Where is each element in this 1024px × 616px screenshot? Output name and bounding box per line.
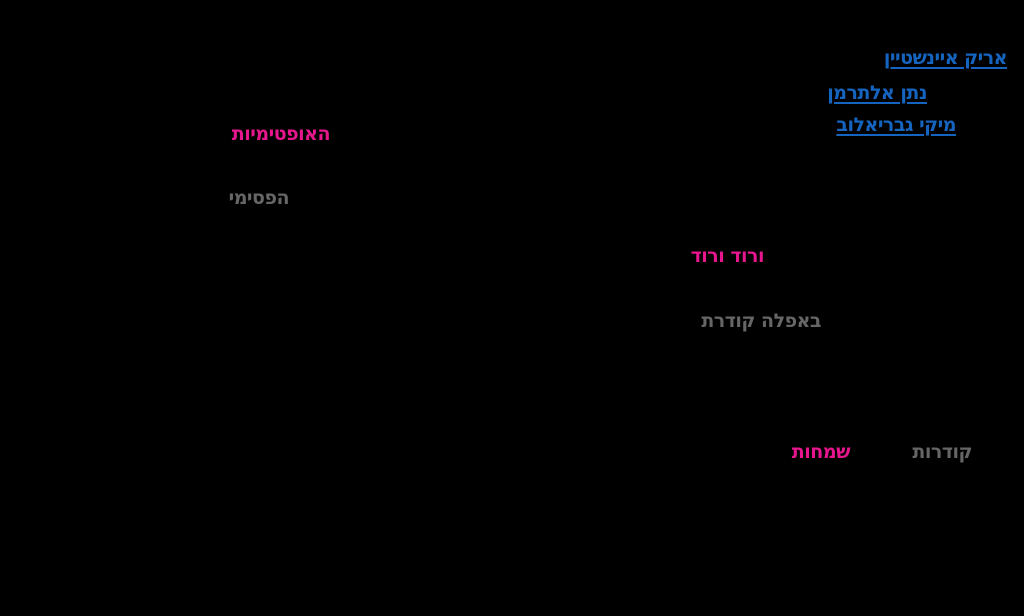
heading-optimism: האופטימיות (231, 123, 331, 145)
label-pessimist: הפסימי (228, 187, 290, 209)
heading-joys: שמחות (791, 441, 851, 463)
link-arik-einstein[interactable]: אריק איינשטיין (883, 47, 1008, 69)
link-miki-gavrielov[interactable]: מיקי גבריאלוב (836, 114, 956, 136)
label-gloomy-darkness: באפלה קודרת (701, 310, 821, 332)
heading-pink-pink: ורוד ורוד (690, 245, 765, 267)
link-natan-alterman[interactable]: נתן אלתרמן (827, 82, 927, 104)
label-gloomy: קודרות (912, 441, 972, 463)
